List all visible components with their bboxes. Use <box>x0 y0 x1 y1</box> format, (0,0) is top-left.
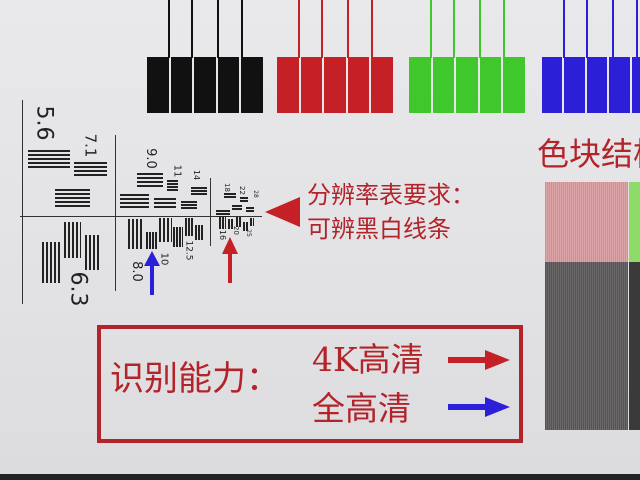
resolution-bar-group <box>243 222 248 231</box>
resolution-bar-group <box>64 222 81 258</box>
resolution-bar-group <box>250 218 254 226</box>
red-up-arrow-icon <box>222 237 238 283</box>
resolution-bar-group <box>224 193 236 199</box>
resolution-bar-group <box>167 180 178 191</box>
color-line <box>298 0 300 58</box>
requirement-line-1: 分辨率表要求： <box>307 181 475 209</box>
chart-axis-vertical-1 <box>22 100 23 304</box>
red-right-arrow-icon <box>448 350 510 370</box>
resolution-bar-group <box>173 227 183 247</box>
resolution-bar-group <box>185 218 194 236</box>
fhd-label: 全高清 <box>312 389 411 428</box>
resolution-bar-group <box>128 219 143 249</box>
color-line <box>586 0 588 58</box>
resolution-bar-group <box>74 162 107 177</box>
resolution-bar-group <box>236 217 241 227</box>
resolution-bar-group <box>55 189 90 207</box>
resolution-bar-group <box>137 173 163 187</box>
resolution-bar-group <box>240 197 248 202</box>
color-line <box>430 0 432 58</box>
resolution-bar-group <box>85 235 100 270</box>
color-line <box>191 0 193 58</box>
gray-block <box>545 262 628 430</box>
ability-box <box>97 325 523 443</box>
resolution-bar-group <box>28 150 70 170</box>
blue-bar-block <box>542 57 640 113</box>
resolution-bar-group <box>219 217 226 229</box>
color-line <box>217 0 219 58</box>
color-block-title-clip: 色块结构 <box>537 136 640 176</box>
pink-block <box>545 182 628 262</box>
black-bar-block <box>147 57 263 113</box>
chart-axis-vertical-3 <box>210 178 211 246</box>
green-bar-block <box>409 57 525 113</box>
blue-up-arrow-icon <box>144 251 160 295</box>
color-line <box>563 0 565 58</box>
red-bar-block <box>277 57 393 113</box>
color-line <box>479 0 481 58</box>
resolution-bar-group <box>191 187 207 195</box>
resolution-bar-group <box>232 205 242 211</box>
color-block-title: 色块结构 <box>537 136 640 173</box>
color-line <box>168 0 170 58</box>
color-line <box>636 0 638 58</box>
color-line <box>453 0 455 58</box>
color-line <box>503 0 505 58</box>
resolution-bar-group <box>246 207 254 212</box>
resolution-bar-group <box>216 210 230 217</box>
dark-block <box>629 262 640 430</box>
blue-right-arrow-icon <box>448 397 510 417</box>
screen-bottom-edge <box>0 474 640 480</box>
resolution-bar-group <box>154 198 176 210</box>
color-line <box>612 0 614 58</box>
resolution-bar-group <box>120 194 149 209</box>
requirement-line-2: 可辨黑白线条 <box>307 215 451 243</box>
chart-axis-horizontal <box>20 216 262 217</box>
color-line <box>241 0 243 58</box>
ability-label: 识别能力： <box>110 359 280 399</box>
color-line <box>371 0 373 58</box>
color-line <box>321 0 323 58</box>
uhd-label: 4K高清 <box>312 340 424 379</box>
resolution-bar-group <box>228 219 234 229</box>
resolution-bar-group <box>181 201 197 210</box>
red-left-arrow-icon <box>265 197 300 227</box>
color-line <box>347 0 349 58</box>
resolution-bar-group <box>159 218 172 242</box>
green-block <box>629 182 640 262</box>
chart-axis-vertical-2 <box>115 135 116 291</box>
resolution-bar-group <box>195 225 204 240</box>
resolution-bar-group <box>42 242 60 283</box>
resolution-bar-group <box>146 232 157 249</box>
